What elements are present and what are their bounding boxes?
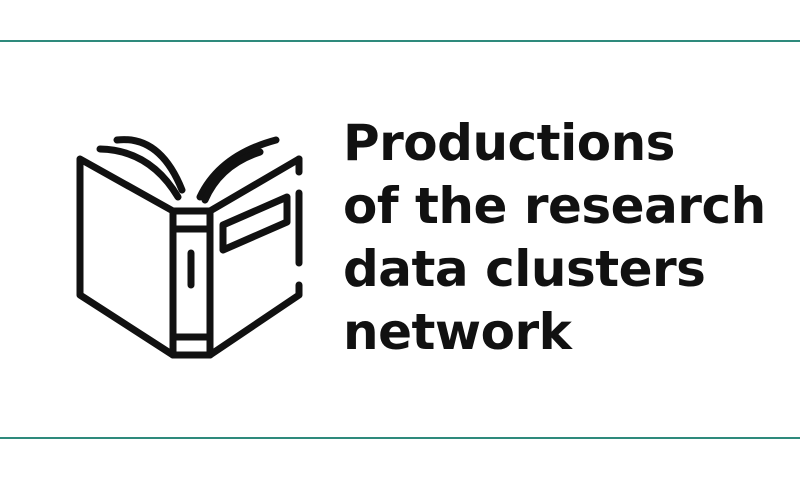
open-book-icon bbox=[76, 136, 303, 359]
bottom-divider bbox=[0, 437, 800, 439]
top-divider bbox=[0, 40, 800, 42]
title-line: Productions bbox=[343, 114, 675, 172]
page-title: Productions of the research data cluster… bbox=[343, 112, 766, 364]
title-line: network bbox=[343, 303, 572, 361]
title-line: of the research bbox=[343, 177, 766, 235]
title-line: data clusters bbox=[343, 240, 706, 298]
